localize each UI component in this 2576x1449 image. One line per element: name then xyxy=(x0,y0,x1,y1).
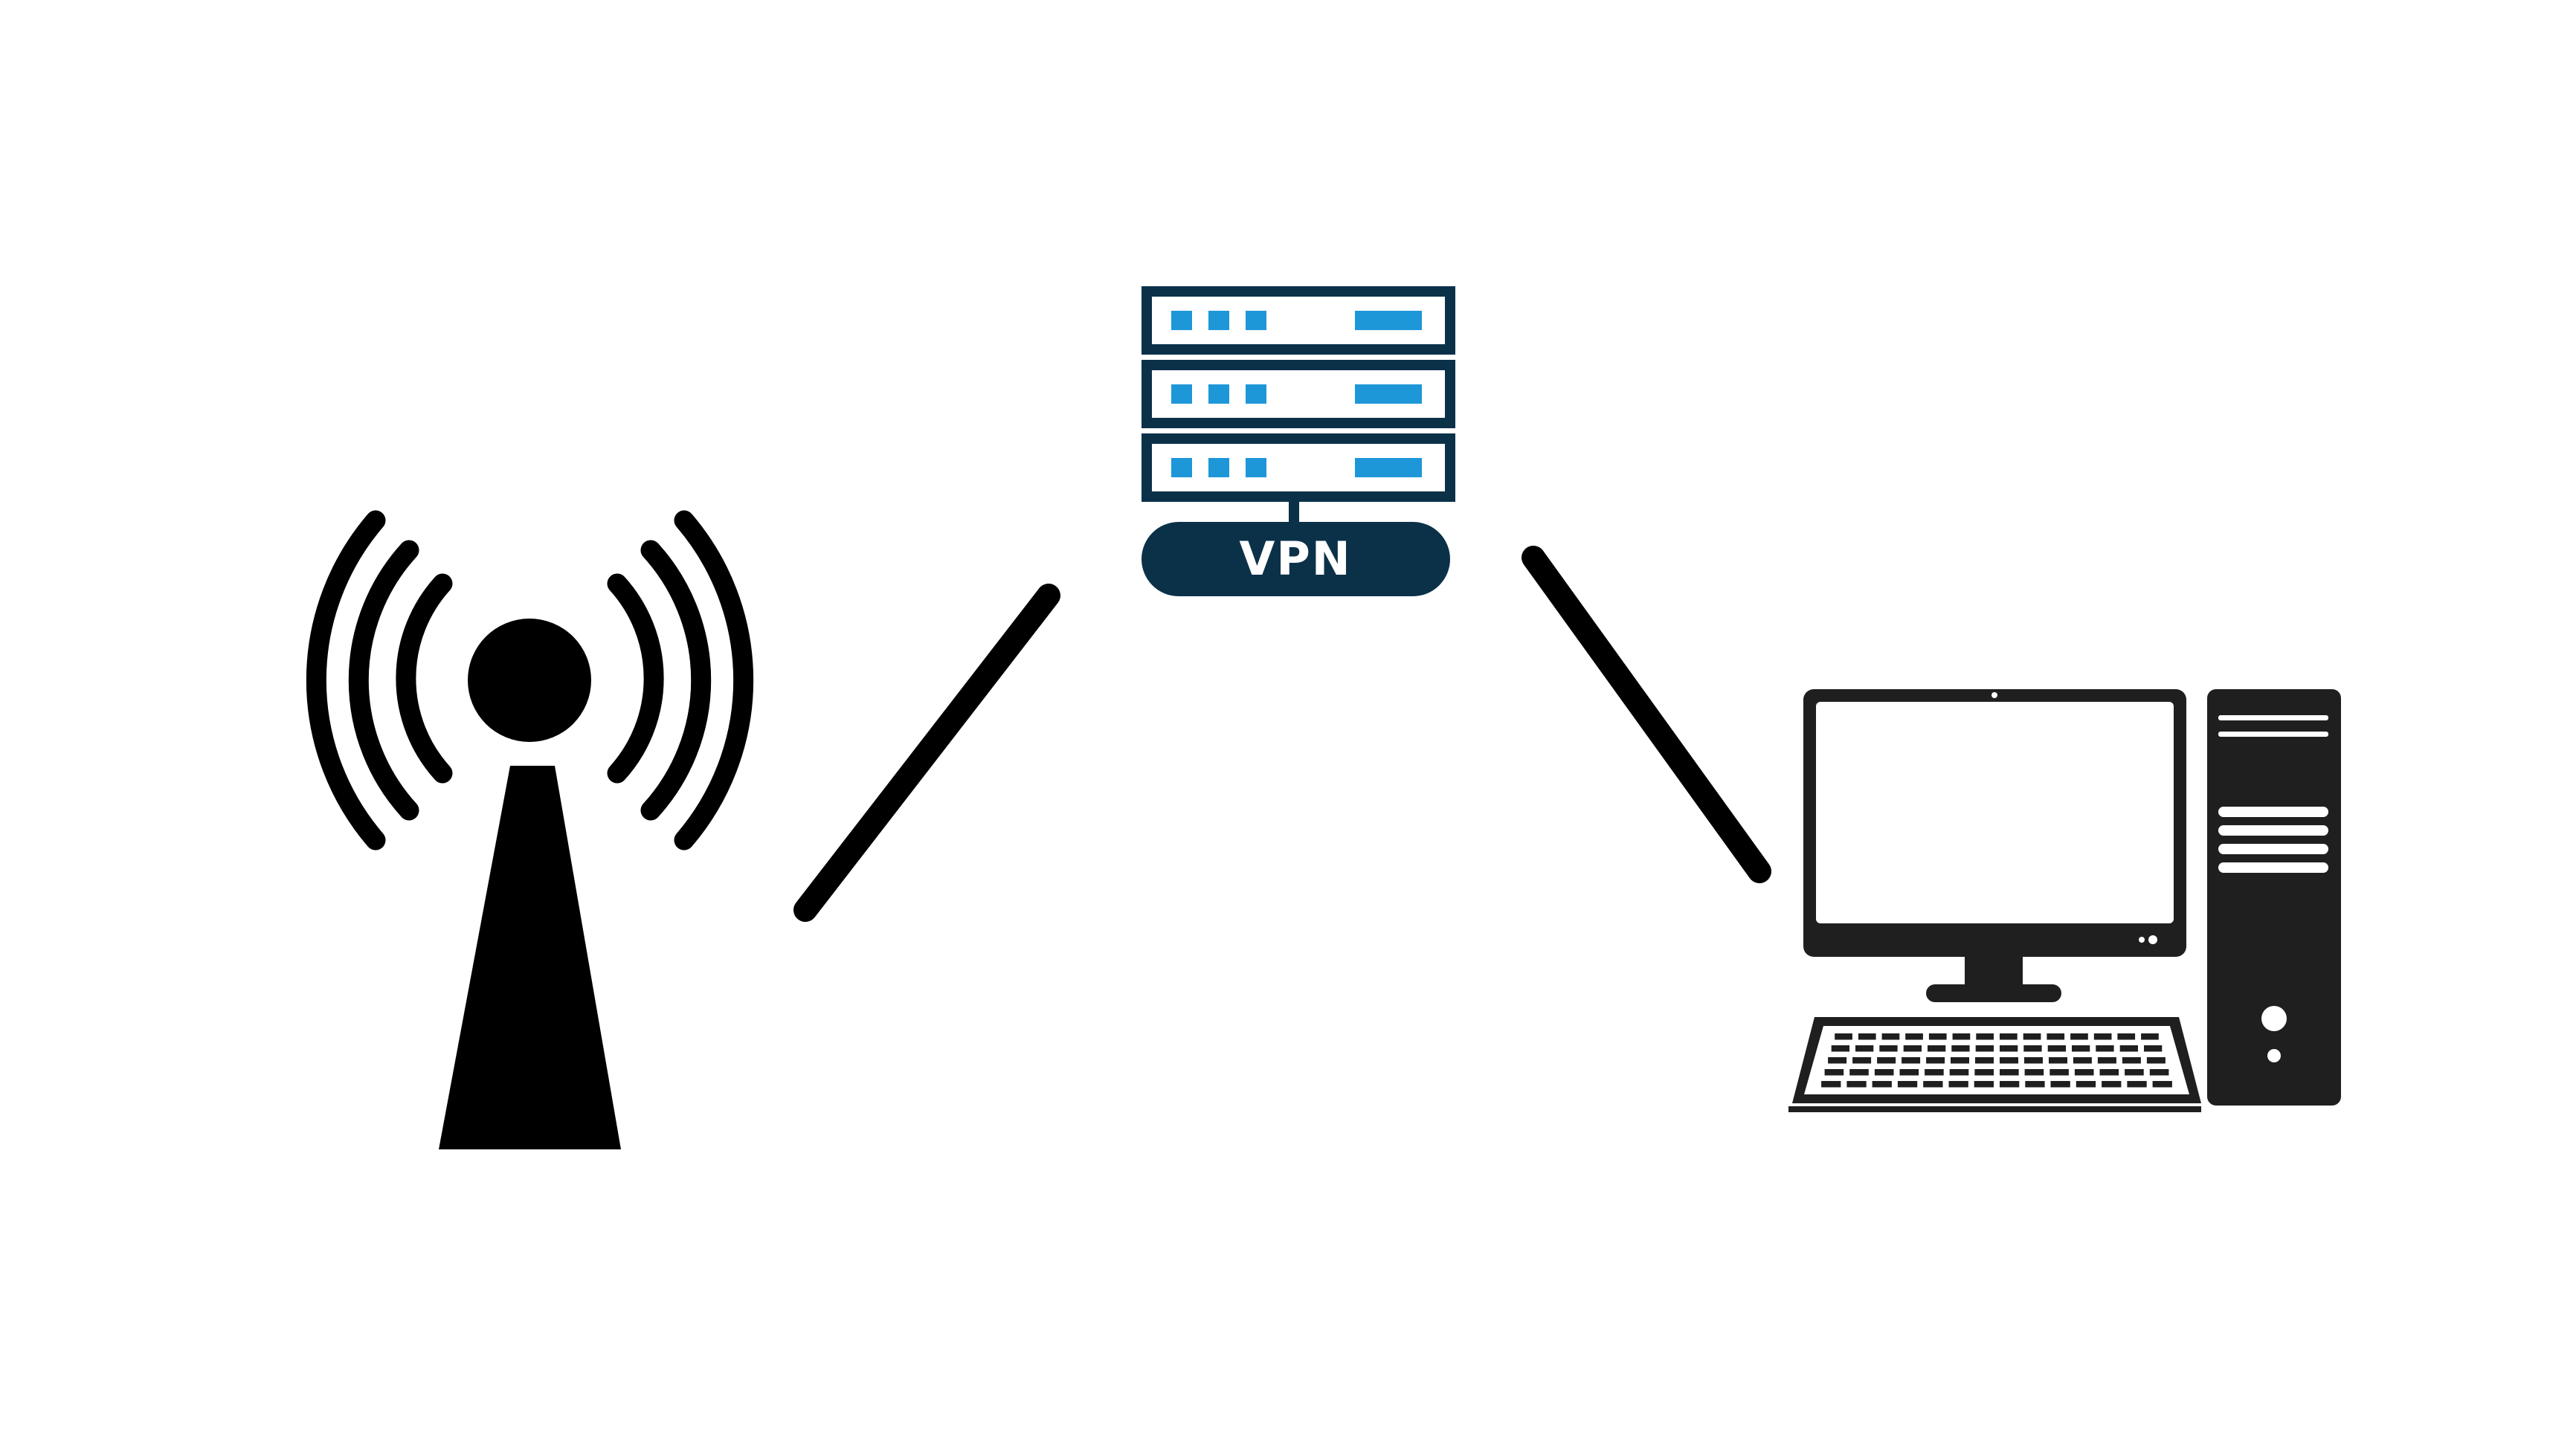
keyboard-key xyxy=(1903,1045,1922,1052)
keyboard-key xyxy=(2047,1045,2066,1052)
server-connector xyxy=(1289,501,1299,523)
radio-tower-icon xyxy=(306,510,754,1149)
keyboard-key xyxy=(2050,1081,2070,1088)
link-antenna-to-vpn xyxy=(793,584,1060,922)
monitor-neck xyxy=(1965,957,2023,987)
keyboard-key xyxy=(1949,1069,1969,1076)
tower-head xyxy=(468,619,591,742)
desktop-computer-icon xyxy=(1788,689,2341,1112)
keyboard-key xyxy=(1948,1081,1968,1088)
keyboard-key xyxy=(2149,1069,2169,1076)
keyboard-key xyxy=(2076,1081,2096,1088)
keyboard-key xyxy=(1905,1033,1923,1040)
keyboard-key xyxy=(2122,1057,2141,1064)
signal-waves-left xyxy=(306,510,453,851)
server-unit xyxy=(1142,360,1455,428)
keyboard-key xyxy=(2152,1081,2172,1088)
keyboard-key xyxy=(1881,1033,1900,1040)
keyboard-key xyxy=(2024,1057,2043,1064)
keyboard-key xyxy=(1902,1057,1921,1064)
keyboard-key xyxy=(2099,1069,2119,1076)
vpn-badge xyxy=(1142,522,1450,596)
server-unit xyxy=(1142,433,1455,502)
keyboard-key xyxy=(2097,1057,2116,1064)
keyboard-key xyxy=(1928,1045,1946,1052)
keyboard-key xyxy=(1855,1045,1874,1052)
keyboard-key xyxy=(2000,1045,2018,1052)
keyboard-key xyxy=(2000,1069,2019,1076)
keyboard-key xyxy=(2093,1033,2112,1040)
keyboard-key xyxy=(1926,1057,1945,1064)
keyboard-key xyxy=(2049,1069,2069,1076)
link-vpn-to-computer xyxy=(1522,546,1771,883)
keyboard-key xyxy=(1952,1033,1971,1040)
keyboard-key xyxy=(1899,1069,1919,1076)
keyboard-key xyxy=(1976,1033,1994,1040)
monitor-screen xyxy=(1816,702,2174,923)
monitor-base xyxy=(1926,984,2061,1002)
keyboard-key xyxy=(1974,1069,1994,1076)
keyboard-key xyxy=(1852,1057,1872,1064)
keyboard-key xyxy=(1974,1081,1994,1088)
vpn-label: VPN xyxy=(1239,532,1351,586)
keyboard-key xyxy=(1849,1069,1869,1076)
keyboard-key xyxy=(2024,1069,2044,1076)
keyboard-key xyxy=(1872,1081,1892,1088)
keyboard-key xyxy=(2000,1081,2020,1088)
keyboard-key xyxy=(2125,1069,2144,1076)
keyboard-key xyxy=(1824,1069,1844,1076)
signal-waves-right xyxy=(607,510,754,851)
keyboard-key xyxy=(1831,1045,1849,1052)
keyboard-key xyxy=(2000,1033,2018,1040)
keyboard-key xyxy=(2049,1057,2067,1064)
keyboard-key xyxy=(2073,1057,2092,1064)
keyboard-key xyxy=(1923,1081,1943,1088)
keyboard-key xyxy=(2146,1057,2166,1064)
keyboard-key xyxy=(2070,1033,2088,1040)
keyboard-key xyxy=(1928,1033,1947,1040)
keyboard-key xyxy=(2072,1045,2090,1052)
keyboard-key xyxy=(2119,1045,2138,1052)
server-rack-icon: VPN xyxy=(1142,286,1455,596)
keyboard-key xyxy=(2023,1045,2042,1052)
power-button-icon xyxy=(2261,1006,2287,1031)
keyboard xyxy=(1788,1017,2201,1112)
keyboard-key xyxy=(2117,1033,2136,1040)
keyboard-key xyxy=(2025,1081,2045,1088)
tower-mast xyxy=(439,766,621,1149)
keyboard-key xyxy=(1879,1045,1898,1052)
keyboard-key xyxy=(1897,1081,1918,1088)
keyboard-key xyxy=(1858,1033,1876,1040)
keyboard-key xyxy=(2144,1045,2163,1052)
keyboard-key xyxy=(2141,1033,2159,1040)
keyboard-key xyxy=(1846,1081,1867,1088)
keyboard-key xyxy=(2000,1057,2018,1064)
server-unit xyxy=(1142,286,1455,355)
keyboard-key xyxy=(2127,1081,2147,1088)
keyboard-key xyxy=(1828,1057,1847,1064)
keyboard-key xyxy=(2047,1033,2065,1040)
keyboard-key xyxy=(1835,1033,1852,1040)
pc-tower xyxy=(2207,689,2341,1106)
keyboard-key xyxy=(1877,1057,1896,1064)
keyboard-key xyxy=(1975,1057,1994,1064)
keyboard-key xyxy=(2074,1069,2094,1076)
keyboard-key xyxy=(1951,1057,1969,1064)
keyboard-key xyxy=(1975,1045,1994,1052)
keyboard-key xyxy=(2096,1045,2114,1052)
keyboard-key xyxy=(2102,1081,2122,1088)
keyboard-key xyxy=(1874,1069,1894,1076)
keyboard-key xyxy=(1951,1045,1970,1052)
keyboard-key xyxy=(2023,1033,2041,1040)
keyboard-key xyxy=(1925,1069,1944,1076)
keyboard-key xyxy=(1821,1081,1841,1088)
